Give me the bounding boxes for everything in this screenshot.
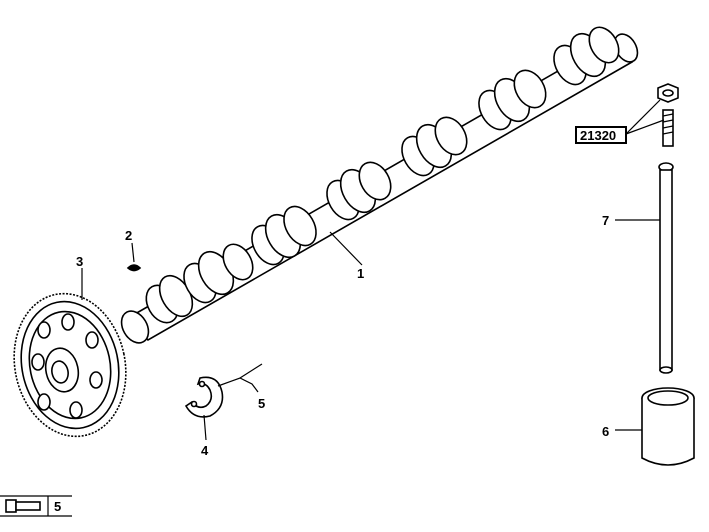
woodruff-key: [126, 264, 142, 272]
reference-box-label: 21320: [580, 128, 616, 143]
callout-6: 6: [602, 424, 609, 439]
camshaft-lobes: [145, 26, 620, 324]
reference-box: 21320: [575, 126, 627, 144]
camshaft-gear: [13, 292, 127, 438]
bolt-icon: [5, 499, 41, 513]
tappet: [641, 387, 695, 466]
stud-and-nut: [657, 83, 679, 147]
callout-1: 1: [357, 266, 364, 281]
callout-2: 2: [125, 228, 132, 243]
push-rod: [658, 162, 674, 374]
camshaft: [120, 26, 639, 344]
callout-5: 5: [258, 396, 265, 411]
leader-lines: [81, 99, 665, 441]
thrust-plate: [184, 376, 224, 418]
callout-4: 4: [201, 443, 209, 458]
callout-3: 3: [76, 254, 83, 269]
callout-7: 7: [602, 213, 609, 228]
legend-number: 5: [54, 499, 61, 514]
fastener-legend: 5: [0, 495, 72, 517]
